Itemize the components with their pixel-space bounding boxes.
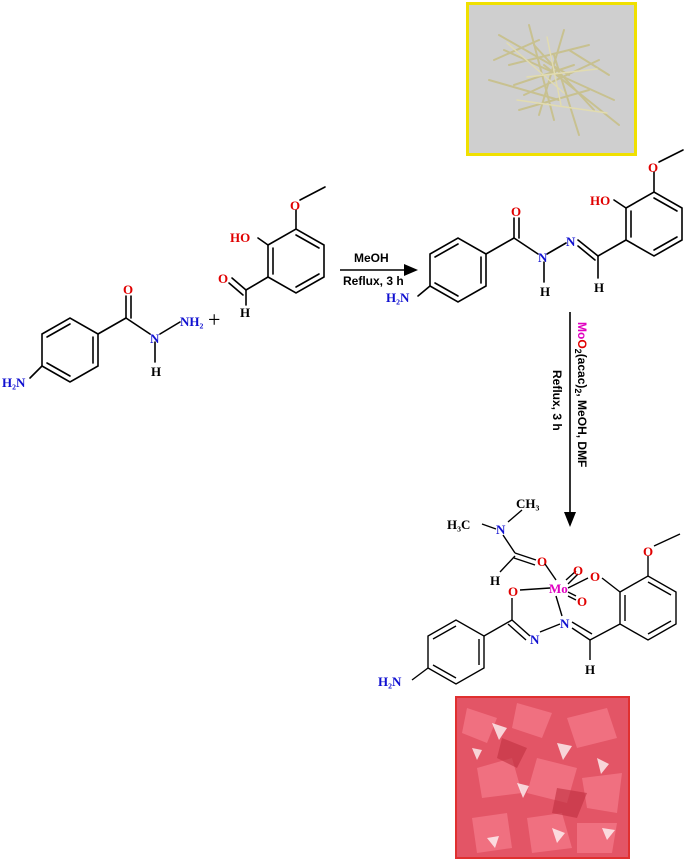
complex-phenolate-oxygen: O (590, 569, 600, 584)
amine-group: H₂N (2, 375, 26, 390)
ligand-amine: H₂N (386, 290, 410, 305)
carbonyl-oxygen: O (123, 282, 133, 297)
ligand-imine-nitrogen: N (566, 234, 576, 249)
aldehyde-oxygen: O (218, 271, 228, 286)
complex-dmf-hydrogen: H (490, 573, 500, 588)
benzene-ring-amino (429, 237, 487, 303)
benzene-ring (267, 228, 325, 294)
complex-nitrogen-b: N (560, 616, 570, 631)
hydrazide-nitrogen: N (150, 331, 160, 346)
ligand-nh-nitrogen: N (538, 250, 548, 265)
complex-benzene-ring-phenol (619, 575, 677, 641)
step2-arrow: MoO2(acac)2, MeOH, DMF Reflux, 3 h (550, 312, 589, 527)
complex-oxo-1: O (573, 563, 583, 578)
complex-ch3: CH₃ (516, 496, 540, 511)
molybdenum-complex: H₃C N CH₃ O H Mo O O O O N N H (378, 496, 681, 689)
needle-crystals-picture (469, 5, 634, 153)
benzene-ring-phenol (625, 191, 683, 257)
step2-conditions: Reflux, 3 h (550, 370, 564, 431)
terminal-nh2: NH₂ (180, 314, 204, 329)
ligand-carbonyl-oxygen: O (511, 204, 521, 219)
complex-nitrogen-a: N (530, 632, 540, 647)
complex-oxo-2: O (577, 594, 587, 609)
ligand-hydrazone: H₂N O N H N H HO O (386, 149, 684, 305)
ligand-ch-hydrogen: H (594, 280, 604, 295)
ligand-crystals-photo (466, 2, 637, 156)
step2-reagent: MoO2(acac)2, MeOH, DMF (573, 322, 589, 467)
complex-ch-hydrogen: H (585, 662, 595, 677)
reactant-o-vanillin: O HO O H (218, 186, 326, 320)
complex-h3c: H₃C (447, 517, 470, 532)
step1-arrow: MeOH Reflux, 3 h (340, 251, 418, 288)
step1-solvent: MeOH (354, 251, 389, 265)
reactant-4-aminobenzohydrazide: O N H NH₂ H₂N (2, 282, 204, 390)
red-crystals-picture (457, 698, 628, 857)
plus-sign: + (208, 307, 220, 332)
complex-crystals-photo (455, 696, 630, 859)
ligand-methoxy-oxygen: O (648, 160, 658, 175)
complex-benzene-ring-amino (427, 619, 485, 685)
complex-enolate-oxygen: O (508, 584, 518, 599)
aldehyde-hydrogen: H (240, 305, 250, 320)
complex-dmf-nitrogen: N (496, 522, 506, 537)
complex-amine: H₂N (378, 674, 402, 689)
benzene-ring (41, 317, 99, 383)
step1-conditions: Reflux, 3 h (343, 274, 404, 288)
complex-molybdenum: Mo (549, 581, 568, 596)
hydrazide-hydrogen: H (151, 364, 161, 379)
methoxy-oxygen: O (290, 198, 300, 213)
hydroxyl-group: HO (230, 230, 250, 245)
ligand-nh-hydrogen: H (540, 284, 550, 299)
ligand-hydroxyl: HO (590, 193, 610, 208)
complex-methoxy-oxygen: O (643, 544, 653, 559)
complex-dmf-oxygen: O (537, 554, 547, 569)
